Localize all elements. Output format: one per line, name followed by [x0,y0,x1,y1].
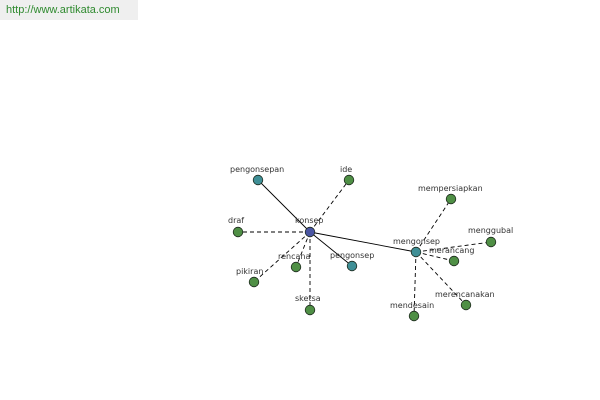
node-label-pengonsepan[interactable]: pengonsepan [230,165,284,174]
node-label-mendesain[interactable]: mendesain [390,301,434,310]
node-label-menggubal[interactable]: menggubal [468,226,513,235]
edge-mengonsep-merencanakan [415,251,467,306]
node-merancang[interactable] [448,255,460,267]
edge-mengonsep-mendesain [413,251,417,317]
node-label-pengonsep[interactable]: pengonsep [330,251,374,260]
node-label-mengonsep[interactable]: mengonsep [393,237,440,246]
node-label-konsep[interactable]: konsep [295,216,323,225]
node-sketsa[interactable] [304,304,316,316]
node-mempersiapkan[interactable] [445,193,457,205]
edge-konsep-pikiran [253,231,311,283]
edge-konsep-mengonsep [309,231,417,253]
edges-layer [238,179,492,317]
node-draf[interactable] [232,226,244,238]
node-label-merancang[interactable]: merancang [429,246,474,255]
node-pengonsepan[interactable] [252,174,264,186]
node-label-ide[interactable]: ide [340,165,352,174]
node-label-draf[interactable]: draf [228,216,244,225]
site-url-link[interactable]: http://www.artikata.com [0,0,138,20]
node-label-rencana[interactable]: rencana [278,252,310,261]
labels-layer: konsep pengonsepan ide draf rencana pikiran sk… [228,165,513,310]
edge-mengonsep-menggubal [415,241,492,253]
node-pengonsep[interactable] [346,260,358,272]
edge-konsep-rencana [295,231,311,268]
node-mendesain[interactable] [408,310,420,322]
node-label-pikiran[interactable]: pikiran [236,267,263,276]
edge-konsep-pengonsep [309,231,353,267]
node-menggubal[interactable] [485,236,497,248]
node-pikiran[interactable] [248,276,260,288]
node-ide[interactable] [343,174,355,186]
node-label-sketsa[interactable]: sketsa [295,294,321,303]
node-merencanakan[interactable] [460,299,472,311]
node-label-mempersiapkan[interactable]: mempersiapkan [418,184,483,193]
node-mengonsep[interactable] [410,246,422,258]
node-konsep[interactable] [304,226,316,238]
edge-konsep-ide [309,179,350,233]
edge-mengonsep-mempersiapkan [415,198,452,253]
node-rencana[interactable] [290,261,302,273]
node-label-merencanakan[interactable]: merencanakan [435,290,495,299]
nodes-layer [232,174,497,322]
edge-konsep-pengonsepan [257,179,311,233]
